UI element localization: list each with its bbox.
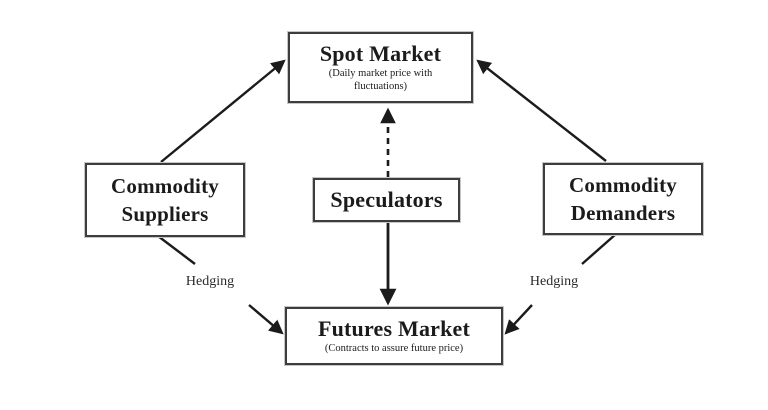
speculators-title: Speculators	[330, 186, 443, 212]
speculators-box: Speculators	[312, 177, 461, 223]
spot-market-box: Spot Market (Daily market price with flu…	[287, 31, 474, 104]
futures-market-title: Futures Market	[317, 315, 471, 341]
commodity-demanders-title: Commodity Demanders	[569, 172, 677, 225]
futures-market-subtitle: (Contracts to assure future price)	[324, 343, 464, 355]
edge-suppliers-to-spot-arrow	[160, 59, 286, 163]
edge-suppliers-hedging-segment	[157, 235, 196, 265]
edge-demanders-hedging-arrow	[504, 304, 533, 335]
edge-suppliers-hedging-arrow	[248, 304, 284, 335]
commodity-demanders-box: Commodity Demanders	[542, 162, 704, 236]
futures-market-box: Futures Market (Contracts to assure futu…	[284, 306, 504, 366]
edge-demanders-hedging-segment	[581, 233, 617, 265]
commodity-suppliers-box: Commodity Suppliers	[84, 162, 246, 238]
hedging-label-left: Hedging	[185, 274, 235, 289]
commodity-suppliers-title: Commodity Suppliers	[111, 173, 219, 226]
hedging-label-right: Hedging	[529, 274, 579, 289]
spot-market-title: Spot Market	[319, 40, 442, 66]
edge-demanders-to-spot-arrow	[476, 59, 607, 162]
spot-market-subtitle: (Daily market price with fluctuations)	[328, 67, 433, 93]
